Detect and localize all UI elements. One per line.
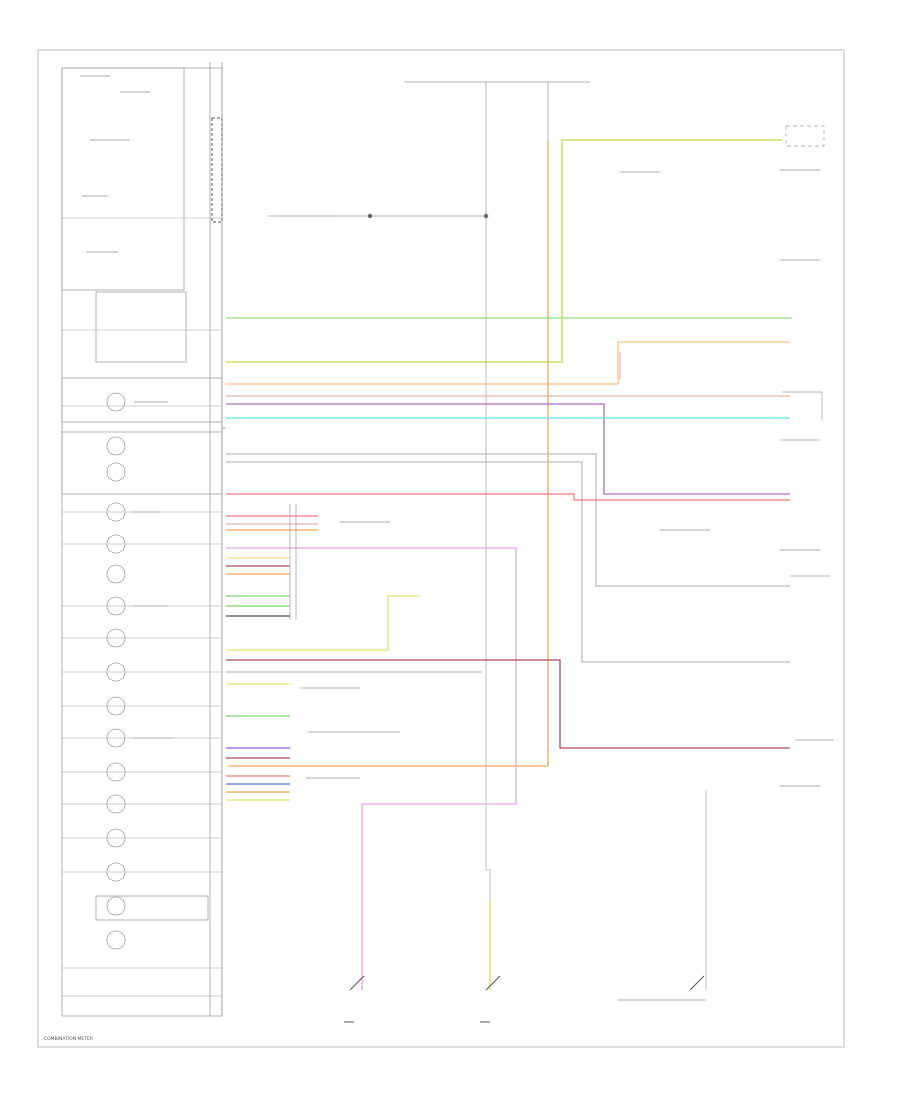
wire-grey-1 <box>226 453 790 587</box>
right-components <box>782 125 834 741</box>
ground-symbols <box>344 975 705 1023</box>
splice-stubs <box>226 515 318 801</box>
harness-wires <box>222 139 792 1001</box>
wire-grey-2 <box>226 461 790 663</box>
lamp-leads <box>62 217 222 997</box>
wire-orange-main <box>228 140 549 767</box>
diagram-frame <box>37 49 845 1048</box>
wire-purple <box>226 403 790 495</box>
indicator-lamps <box>106 392 126 950</box>
combination-meter <box>61 62 223 1017</box>
footer-title: COMBINATION METER <box>44 1036 93 1042</box>
wire-red <box>226 493 790 501</box>
wire-dark-red <box>226 659 790 749</box>
wire-yellow-loop <box>226 595 420 651</box>
left-connector <box>211 117 223 223</box>
wire-yellow-green <box>226 139 782 363</box>
power-feed <box>268 81 590 800</box>
label-marks <box>80 75 820 787</box>
wire-peach <box>226 341 790 385</box>
wire-light-magenta <box>226 547 517 990</box>
splice-block <box>289 504 297 620</box>
